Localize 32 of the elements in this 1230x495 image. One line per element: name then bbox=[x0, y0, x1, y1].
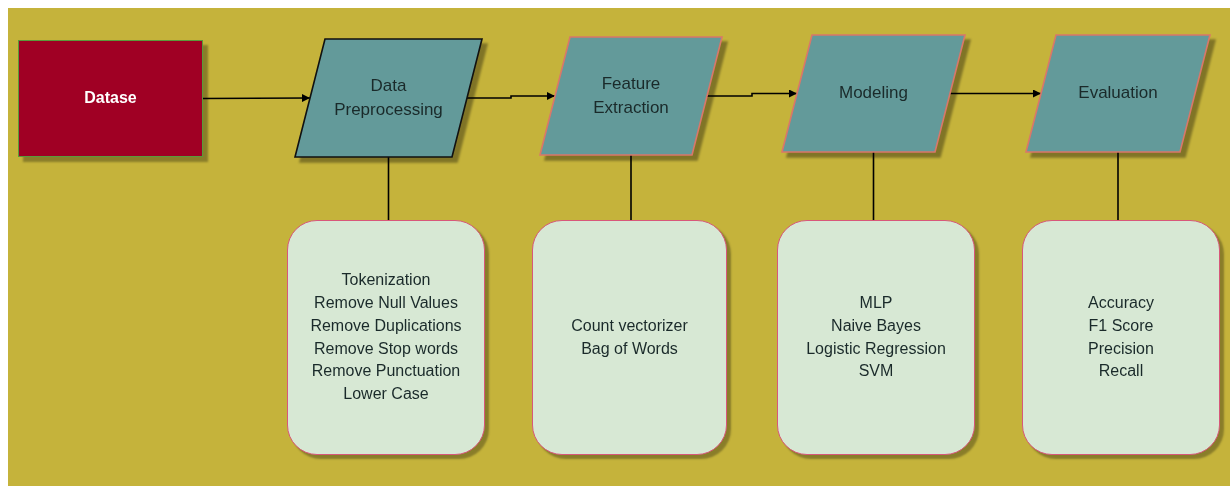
list-item: Remove Null Values bbox=[314, 293, 458, 314]
connector-line bbox=[872, 151, 875, 221]
list-item: Count vectorizer bbox=[571, 315, 688, 336]
detail-box bbox=[777, 220, 975, 455]
list-item: Bag of Words bbox=[581, 338, 678, 359]
list-item: Lower Case bbox=[343, 383, 429, 404]
list-item: Remove Stop words bbox=[313, 338, 459, 359]
node-label: Data Preprocessing bbox=[333, 74, 444, 121]
arrow bbox=[706, 89, 798, 98]
list-item: Naive Bayes bbox=[831, 315, 921, 336]
list-item: Precision bbox=[1088, 338, 1154, 359]
list-item: Recall bbox=[1098, 361, 1144, 382]
list-item: MLP bbox=[859, 293, 893, 314]
detail-box bbox=[1022, 220, 1220, 455]
list-item: Remove Duplications bbox=[310, 315, 462, 336]
detail-box bbox=[532, 220, 727, 455]
node-label: Modeling bbox=[839, 82, 908, 105]
detail-box bbox=[287, 220, 485, 455]
node-label: Feature Extraction bbox=[592, 72, 670, 119]
list-item: SVM bbox=[858, 361, 894, 382]
list-item: Remove Punctuation bbox=[311, 361, 461, 382]
list-item: F1 Score bbox=[1088, 315, 1154, 336]
node-label: Datase bbox=[84, 88, 137, 109]
connector-line bbox=[630, 154, 632, 221]
list-item: Accuracy bbox=[1088, 293, 1154, 314]
arrow bbox=[202, 94, 311, 103]
connector-line bbox=[387, 156, 390, 221]
list-item: Logistic Regression bbox=[806, 338, 946, 359]
dataset-box bbox=[18, 40, 203, 157]
connector-line bbox=[1117, 151, 1119, 221]
node-label: Evaluation bbox=[1078, 82, 1158, 105]
list-item: Tokenization bbox=[341, 270, 431, 291]
